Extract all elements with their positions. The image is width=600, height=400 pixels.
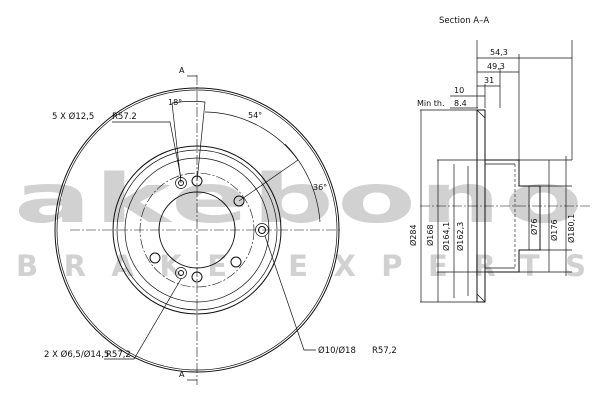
pin-hole-inner <box>258 226 266 234</box>
angle-label-18: 18° <box>168 98 182 107</box>
pin-hole-label: Ø10/Ø18 <box>318 345 356 356</box>
dim-49-3: 49,3 <box>487 62 505 71</box>
angle-leader <box>196 101 206 182</box>
hat-outer-edge <box>116 149 278 311</box>
front-view: A A 18° 54° 36° 5 X Ø12,5 R57.2 2 X Ø6,5… <box>44 66 397 385</box>
dia-284: Ø284 <box>408 224 418 246</box>
bolt-hole <box>191 271 203 283</box>
friction-ring-inner-edge <box>112 145 282 315</box>
angle-arc-36 <box>284 143 321 223</box>
hatch <box>476 109 486 119</box>
dim-10: 10 <box>454 86 464 95</box>
hatch <box>476 293 486 303</box>
small-holes-pcd: R57,2 <box>106 350 131 360</box>
section-marker-bottom: A <box>179 370 185 379</box>
bolt-hole <box>191 175 203 187</box>
disc-outer-chamfer <box>56 89 338 371</box>
small-hole-counterbore <box>175 267 187 279</box>
dia-76: Ø76 <box>529 219 539 235</box>
angle-label-36: 36° <box>313 183 327 192</box>
bolt-pcd-circle <box>139 172 255 288</box>
dia-168: Ø168 <box>425 224 435 246</box>
hat-step <box>124 157 270 303</box>
dia-176: Ø176 <box>549 219 559 241</box>
dia-180-1: Ø180,1 <box>566 214 576 243</box>
bolt-hole <box>149 252 161 264</box>
watermark-tagline: BRAKE EXPERTS <box>16 249 586 283</box>
dim-54-3: 54,3 <box>490 48 508 57</box>
disc-outer-edge <box>54 87 340 373</box>
angle-leader <box>238 159 299 202</box>
angle-label-54: 54° <box>248 111 262 120</box>
bolt-holes-pcd: R57.2 <box>112 112 137 122</box>
section-view: Section A–A 54,3 49,3 31 10 Min th. 8.4 <box>408 16 590 303</box>
hat-section <box>485 159 541 273</box>
small-holes-label: 2 X Ø6,5/Ø14,5 <box>44 349 109 360</box>
small-holes-leader <box>104 278 182 360</box>
bolt-holes <box>149 175 245 283</box>
dia-164-1: Ø164,1 <box>441 222 451 251</box>
dia-162-3: Ø162,3 <box>455 222 465 251</box>
section-marker-top: A <box>179 66 185 75</box>
dim-31: 31 <box>484 76 494 85</box>
center-bore <box>158 191 236 269</box>
pin-hole-leader <box>264 235 316 351</box>
bolt-holes-leader <box>112 121 182 179</box>
bolt-hole <box>233 195 245 207</box>
min-th-label: Min th. <box>417 99 445 108</box>
bolt-hole <box>230 256 242 268</box>
section-title: Section A–A <box>439 16 489 26</box>
min-th-value: 8.4 <box>454 99 467 108</box>
watermark-brand-logo: akebono <box>14 160 586 239</box>
bolt-holes-label: 5 X Ø12,5 <box>52 111 94 122</box>
pin-hole-outer <box>255 223 269 237</box>
pin-hole-pcd: R57,2 <box>372 346 397 356</box>
small-hole <box>178 270 184 276</box>
small-holes <box>175 177 187 279</box>
angle-arc-54 <box>204 111 299 161</box>
